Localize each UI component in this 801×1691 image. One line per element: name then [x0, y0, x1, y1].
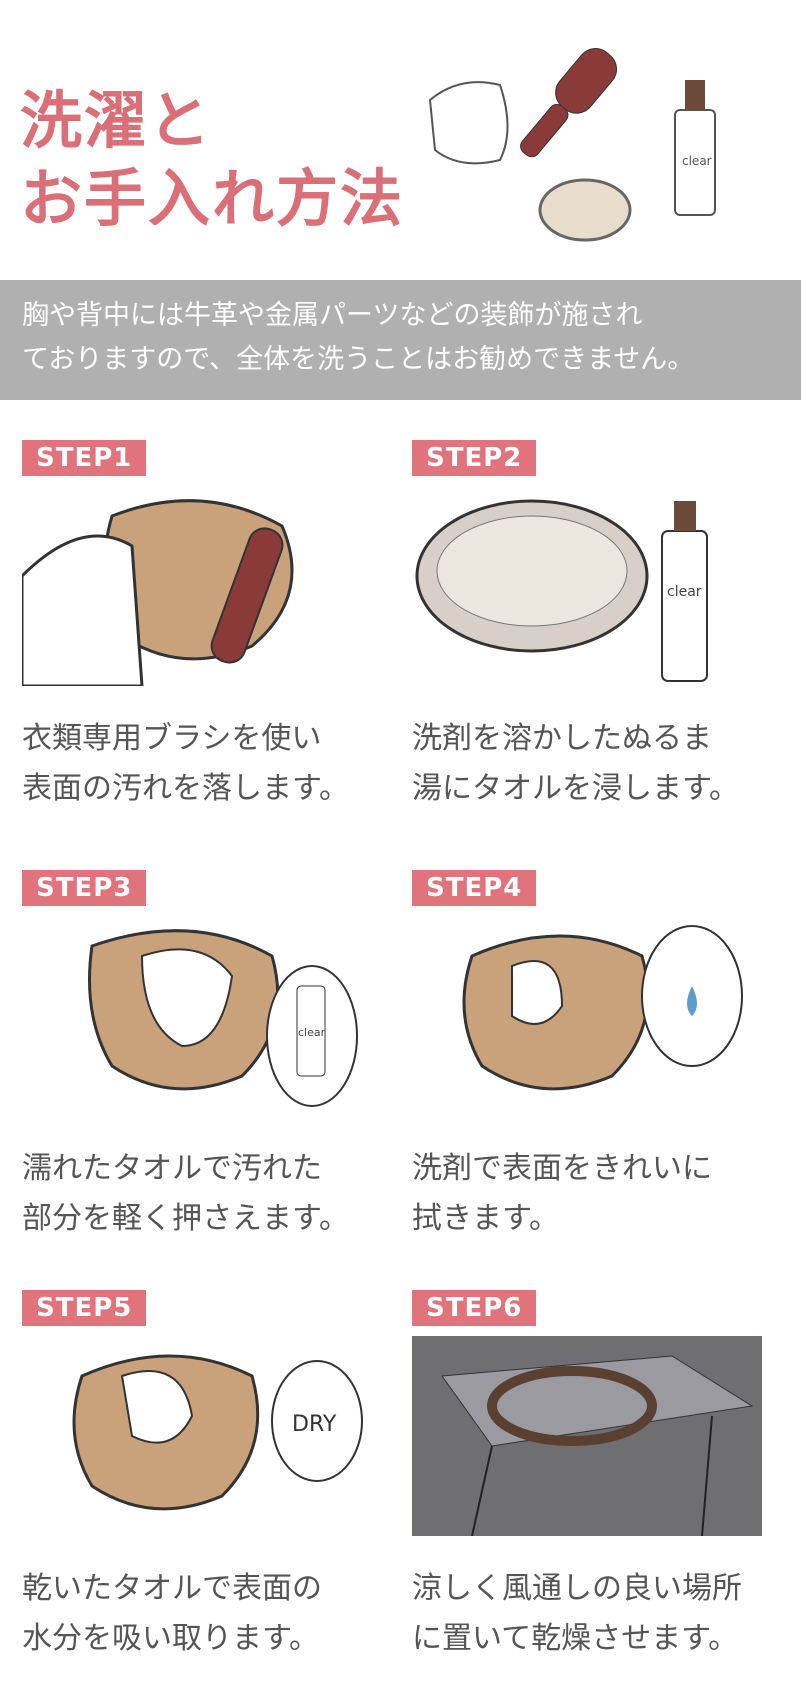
step-6: STEP6 涼しく風通しの良い場所に置いて乾燥させます。 — [412, 1290, 782, 1664]
step-badge: STEP3 — [22, 870, 147, 906]
cleaning-supplies-illustration: clear — [428, 48, 716, 242]
step-badge: STEP1 — [22, 440, 147, 476]
step-badge: STEP6 — [412, 1290, 537, 1326]
svg-text:clear: clear — [298, 1026, 326, 1039]
wiping-illustration — [462, 925, 743, 1091]
step-5: STEP5 DRY 乾いたタオルで表面の水分を吸い取ります。 — [22, 1290, 392, 1664]
step-4: STEP4 洗剤で表面をきれいに拭きます。 — [412, 870, 782, 1244]
step-badge: STEP5 — [22, 1290, 147, 1326]
step-badge: STEP4 — [412, 870, 537, 906]
step-3: STEP3 clear 濡れたタオルで汚れた部分を軽く押さえます。 — [22, 870, 392, 1244]
notice-banner: 胸や背中には牛革や金属パーツなどの装飾が施され ておりますので、全体を洗うことは… — [0, 280, 801, 400]
svg-text:clear: clear — [682, 154, 712, 168]
svg-text:DRY: DRY — [292, 1412, 337, 1437]
step-2: STEP2 clear 洗剤を溶かしたぬるま湯にタオルを浸します。 — [412, 440, 782, 814]
svg-text:clear: clear — [667, 584, 702, 600]
brushing-harness-illustration — [22, 499, 294, 686]
step-1: STEP1 衣類専用ブラシを使い表面の汚れを落します。 — [22, 440, 392, 814]
dabbing-towel-illustration: clear — [88, 929, 358, 1107]
step-badge: STEP2 — [412, 440, 537, 476]
page-title: 洗濯と お手入れ方法 — [20, 84, 405, 235]
drying-towel-illustration: DRY — [72, 1354, 363, 1511]
air-drying-illustration — [412, 1336, 762, 1536]
basin-illustration: clear — [415, 499, 708, 682]
